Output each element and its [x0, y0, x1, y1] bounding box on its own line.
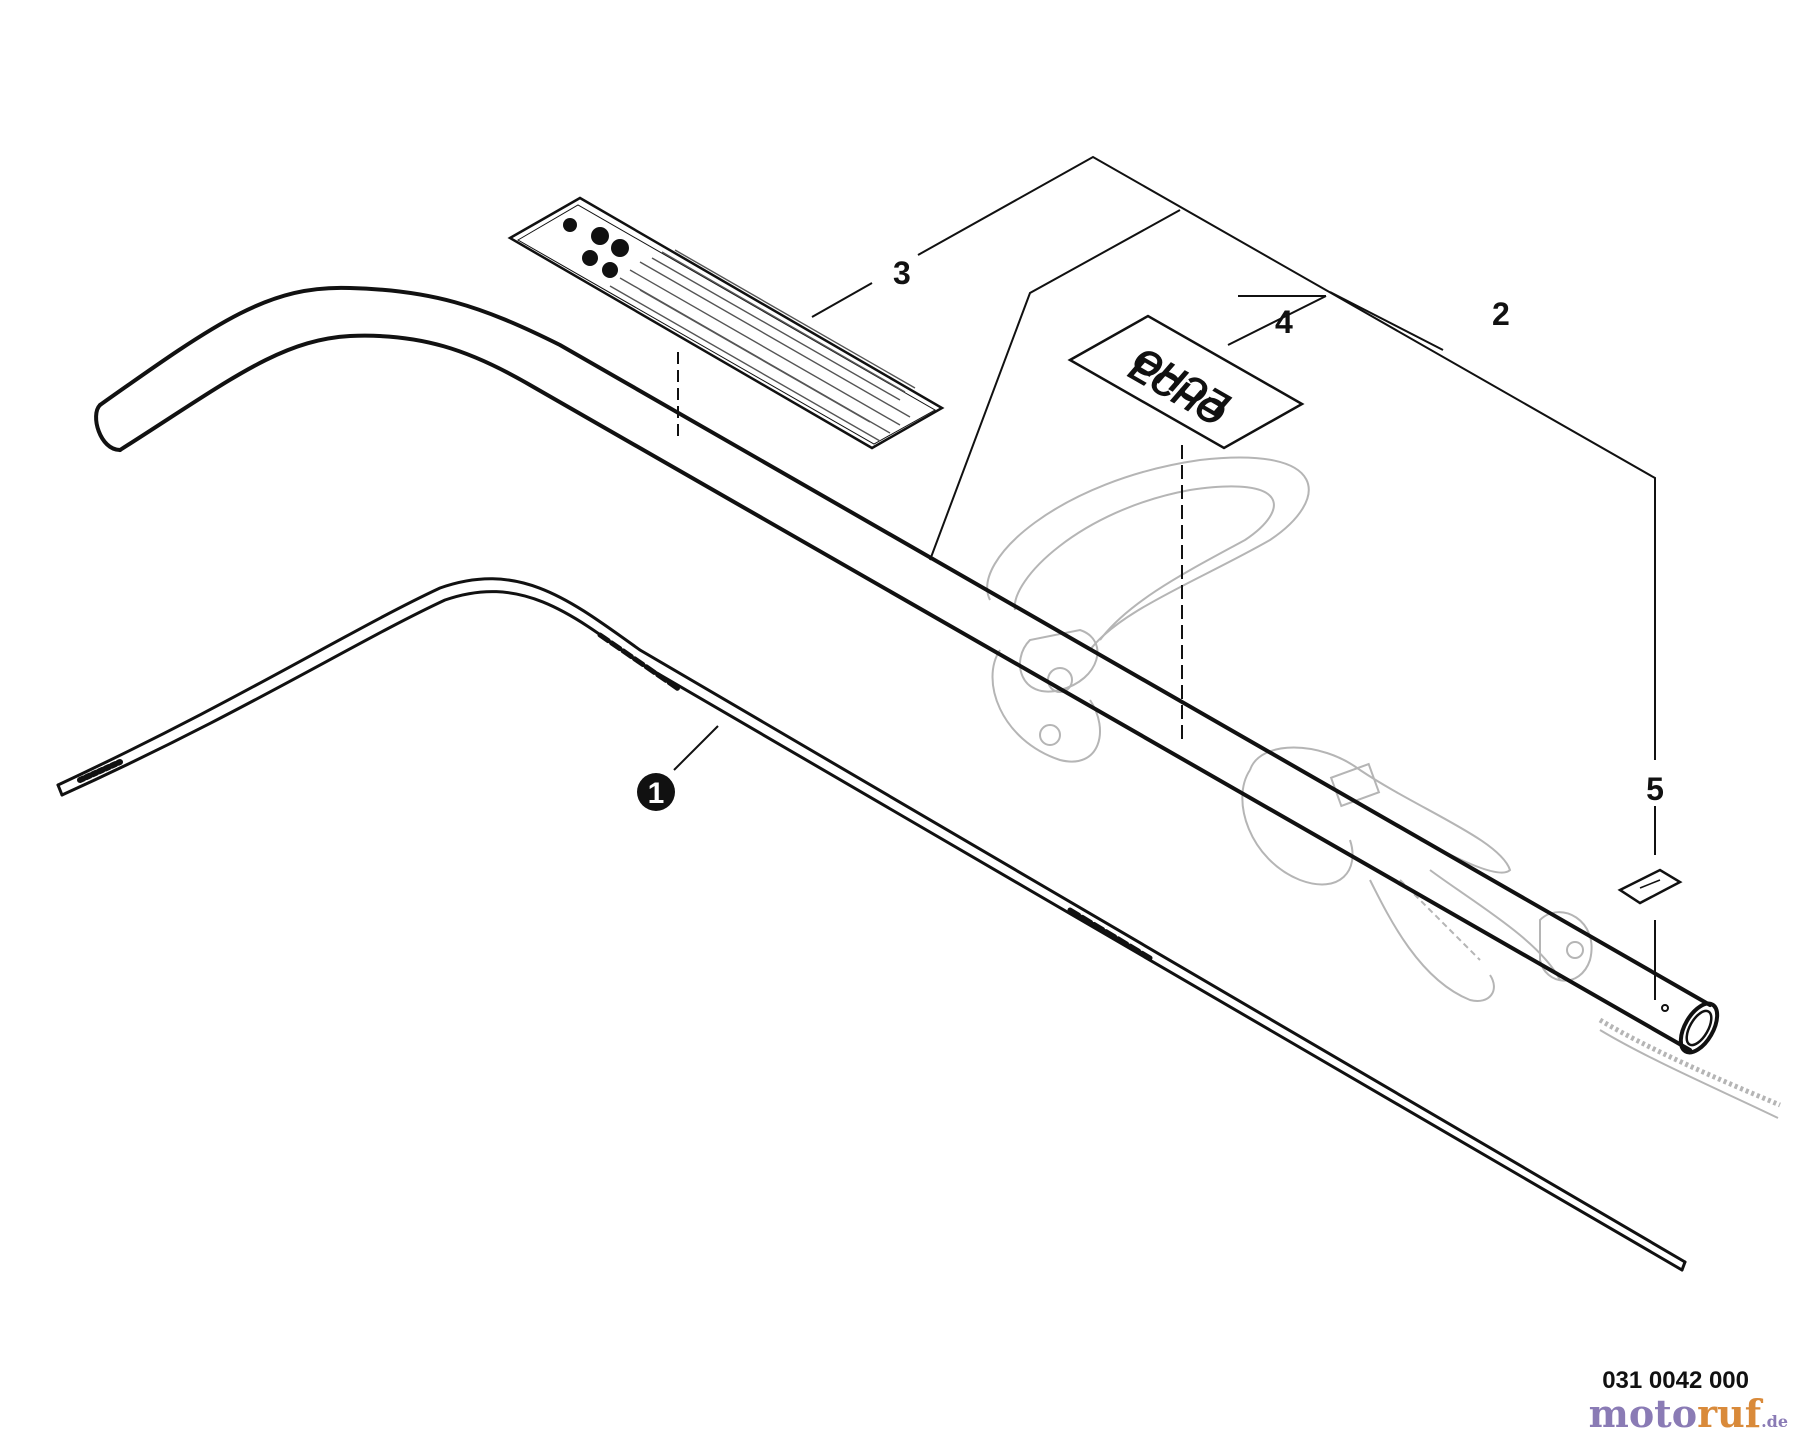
warning-decal-text-block — [609, 249, 916, 442]
small-label — [1617, 868, 1683, 905]
ghost-handle-assembly — [986, 456, 1781, 1119]
document-number: 031 0042 000 — [1602, 1367, 1749, 1394]
watermark-logo: motoruf.de — [1589, 1391, 1788, 1436]
callouts: 3 4 2 5 1 — [637, 255, 1664, 811]
warning-decal-symbols — [563, 218, 629, 278]
shaft-tube — [94, 285, 1720, 1055]
leader-lines — [673, 155, 1656, 1000]
callout-4: 4 — [1275, 304, 1293, 340]
callout-2: 2 — [1492, 296, 1510, 332]
echo-decal: ECHO ECHO — [1067, 314, 1305, 450]
drive-shaft — [56, 577, 1687, 1272]
watermark-main: moto — [1588, 1391, 1698, 1436]
warning-decal — [507, 196, 945, 450]
callout-1: 1 — [648, 777, 665, 810]
watermark-tld: .de — [1761, 1412, 1788, 1431]
callout-1-badge — [637, 773, 675, 811]
watermark-accent: ruf — [1697, 1391, 1762, 1436]
callout-5: 5 — [1646, 771, 1664, 807]
callout-3: 3 — [893, 255, 911, 291]
